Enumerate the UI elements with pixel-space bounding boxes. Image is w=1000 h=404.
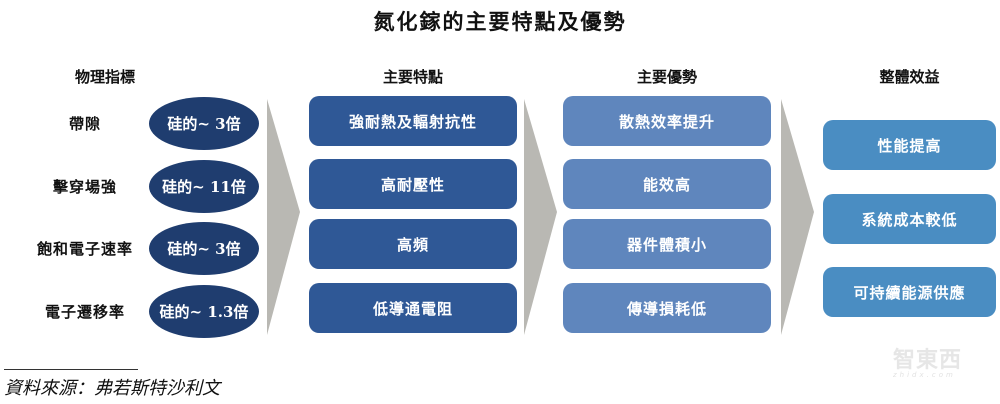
- column-header-features: 主要特點: [382, 68, 443, 86]
- chevron-arrow-icon: [524, 99, 557, 335]
- feature-box: 高耐壓性: [309, 159, 517, 209]
- feature-box: 高頻: [309, 219, 517, 269]
- metric-value-saturation-velocity: 硅的~ 3倍: [149, 222, 259, 275]
- metric-value-breakdown-field: 硅的~ 11倍: [149, 160, 259, 213]
- metric-label-saturation-velocity: 飽和電子速率: [36, 240, 133, 258]
- metric-label-bandgap: 帶隙: [68, 115, 101, 133]
- source-note: 資料來源：弗若斯特沙利文: [4, 378, 220, 399]
- feature-box: 強耐熱及輻射抗性: [309, 96, 517, 146]
- watermark-url: zhidx.com: [893, 371, 956, 379]
- diagram-title: 氮化鎵的主要特點及優勢: [373, 10, 627, 34]
- metric-value-electron-mobility: 硅的~ 1.3倍: [149, 285, 259, 338]
- metric-value-bandgap: 硅的~ 3倍: [149, 97, 259, 150]
- metric-label-breakdown-field: 擊穿場強: [52, 178, 117, 196]
- column-header-metrics: 物理指標: [74, 68, 135, 86]
- metric-label-electron-mobility: 電子遷移率: [44, 303, 125, 321]
- advantage-box: 能效高: [563, 159, 771, 209]
- benefit-box: 性能提高: [823, 120, 996, 170]
- benefit-box: 系統成本較低: [823, 194, 996, 244]
- source-divider: [4, 369, 138, 370]
- advantage-box: 散熱效率提升: [563, 96, 771, 146]
- advantage-box: 傳導損耗低: [563, 283, 771, 333]
- feature-box: 低導通電阻: [309, 283, 517, 333]
- watermark-logo: 智東西: [893, 348, 963, 373]
- column-header-benefits: 整體效益: [879, 68, 940, 86]
- chevron-arrow-icon: [267, 99, 300, 335]
- column-header-advantages: 主要優勢: [636, 68, 697, 86]
- chevron-arrow-icon: [781, 99, 814, 335]
- benefit-box: 可持續能源供應: [823, 267, 996, 317]
- advantage-box: 器件體積小: [563, 219, 771, 269]
